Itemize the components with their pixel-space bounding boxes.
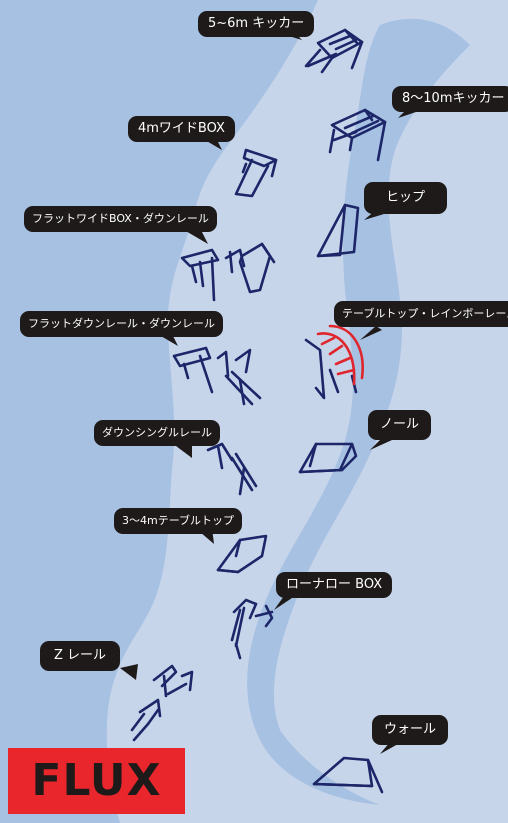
slope-island [247, 18, 470, 805]
wide-box-4m-icon [234, 148, 278, 198]
label-wall: ウォール [372, 715, 449, 745]
label-down-single-rail: ダウンシングルレール [94, 420, 220, 446]
tabletop-rainbow-rail-icon [304, 324, 364, 400]
label-flat-wide-box-down-rail: フラットワイドBOX・ダウンレール [24, 206, 217, 232]
hip-icon [316, 203, 360, 258]
label-hip: ヒップ [364, 182, 448, 214]
flat-down-rail-down-rail-icon [172, 346, 262, 406]
label-z-rail: Z レール [40, 641, 121, 671]
flux-logo: FLUX [8, 748, 185, 814]
label-table-top-3-4m: 3～4mテーブルトップ [114, 508, 243, 534]
kicker-5-6m-icon [304, 28, 364, 74]
down-single-rail-icon [206, 442, 258, 496]
label-flat-down-rail-down-rail: フラットダウンレール・ダウンレール [20, 311, 223, 337]
label-tabletop-rainbow-rail: テーブルトップ・レインボーレール [334, 301, 508, 327]
label-knoll: ノール [368, 410, 432, 440]
label-wide-box-4m: 4mワイドBOX [128, 116, 235, 142]
wall-icon [312, 756, 384, 794]
table-top-3-4m-icon [216, 534, 268, 574]
label-kicker-8-10m: 8～10mキッカー [392, 86, 508, 112]
kicker-8-10m-icon [328, 108, 387, 162]
knoll-icon [298, 442, 358, 474]
label-low-narrow-box: ローナロー BOX [276, 572, 393, 598]
flat-wide-box-down-rail-icon [180, 242, 276, 302]
low-narrow-box-icon [230, 598, 274, 660]
z-rail-icon [130, 664, 194, 742]
flux-logo-text: FLUX [31, 755, 162, 806]
label-kicker-5-6m: 5~6m キッカー [198, 11, 315, 37]
